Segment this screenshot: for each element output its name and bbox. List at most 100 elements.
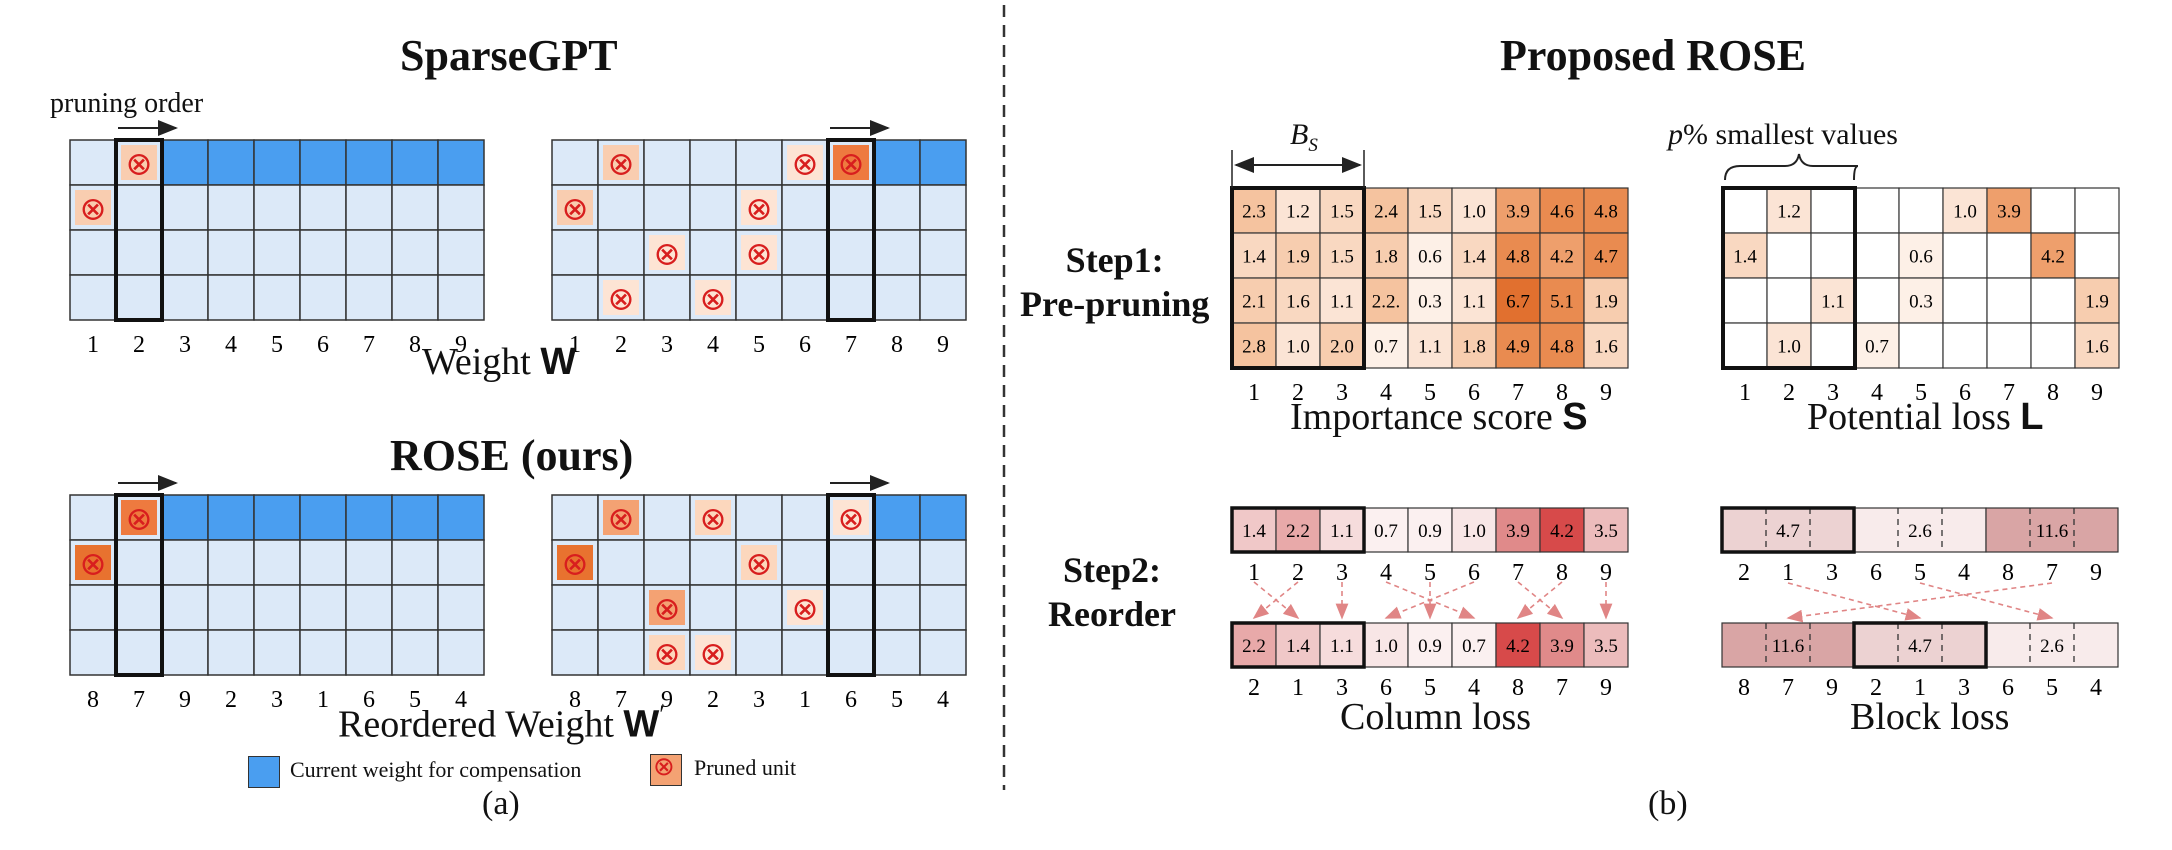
potential-col-label: 1 — [1739, 380, 1751, 406]
importance-col-label: 9 — [1600, 380, 1612, 406]
column-loss-top-value: 1.0 — [1462, 521, 1486, 542]
importance-value: 1.8 — [1462, 337, 1486, 358]
rose-right-pruned-unit-bg — [833, 500, 869, 535]
importance-value: 4.2 — [1550, 247, 1574, 268]
column-loss-top-cell — [1363, 507, 1409, 553]
sparsegpt-right-pruned-unit-bg — [741, 235, 777, 270]
importance-cell — [1495, 232, 1541, 279]
potential-value: 0.7 — [1865, 337, 1889, 358]
sparsegpt-title: SparseGPT — [400, 31, 618, 80]
column-loss-top-index: 6 — [1468, 560, 1480, 586]
potential-cell — [1722, 187, 1768, 234]
sparsegpt-left-current-column-box — [114, 138, 164, 322]
sparsegpt-right-cell — [735, 274, 783, 321]
rose-right-pruned-unit-bg — [603, 500, 639, 535]
potential-cell — [1810, 322, 1856, 369]
column-loss-bottom-index: 3 — [1336, 675, 1348, 701]
sparsegpt-left-col-label: 2 — [133, 332, 145, 358]
rose-right-col-label: 4 — [937, 687, 949, 713]
importance-cell — [1451, 322, 1497, 369]
block-reorder-arrow — [1786, 582, 2053, 623]
importance-value: 2.4 — [1374, 202, 1398, 223]
importance-value: 1.1 — [1462, 292, 1486, 313]
block-loss-label: Block loss — [1850, 696, 2010, 738]
rose-right-col-label: 2 — [707, 687, 719, 713]
sparsegpt-right-pruned-unit-icon: ⊗ — [838, 145, 865, 183]
legend-pruned-label: Pruned unit — [694, 755, 797, 780]
rose-right-col-label: 1 — [799, 687, 811, 713]
sparsegpt-right-col-label: 1 — [569, 332, 581, 358]
rose-left-cell — [391, 539, 439, 586]
rose-left-cell — [115, 629, 163, 676]
rose-left-col-label: 3 — [271, 687, 283, 713]
rose-right-pruned-unit-icon: ⊗ — [700, 635, 727, 673]
potential-cell — [1942, 277, 1988, 324]
sparsegpt-left-col-label: 3 — [179, 332, 191, 358]
column-loss-top-cell — [1495, 507, 1541, 553]
sparsegpt-left-cell — [115, 184, 163, 231]
rose-right-cell — [827, 539, 875, 586]
sparsegpt-right-col-label: 9 — [937, 332, 949, 358]
sparsegpt-left-pruned-unit-bg — [75, 190, 111, 225]
block-loss-top-index: 1 — [1782, 560, 1794, 586]
column-loss-bottom-cell — [1495, 622, 1541, 668]
block-loss-top-index: 7 — [2046, 560, 2058, 586]
importance-cell — [1583, 277, 1629, 324]
column-reorder-arrow — [1384, 581, 1475, 619]
sparsegpt-right-cell — [597, 229, 645, 276]
rose-left-cell — [69, 629, 117, 676]
column-loss-top-index: 4 — [1380, 560, 1392, 586]
column-loss-bottom-index: 9 — [1600, 675, 1612, 701]
rose-right-cell — [597, 584, 645, 631]
importance-cell — [1275, 277, 1321, 324]
rose-right-cell — [551, 629, 599, 676]
sparsegpt-left-cell — [207, 139, 255, 186]
sparsegpt-right-cell — [827, 229, 875, 276]
potential-cell — [1986, 277, 2032, 324]
potential-cell — [1986, 232, 2032, 279]
block-loss-top-index: 9 — [2090, 560, 2102, 586]
sparsegpt-left-cell — [299, 184, 347, 231]
importance-cell — [1539, 277, 1585, 324]
sparsegpt-right-pruned-unit-bg — [649, 235, 685, 270]
importance-value: 2.0 — [1330, 337, 1354, 358]
column-loss-bottom-cell — [1275, 622, 1321, 668]
importance-cell — [1451, 187, 1497, 234]
potential-cell — [1986, 187, 2032, 234]
sparsegpt-left-cell — [253, 184, 301, 231]
rose-left-col-label: 5 — [409, 687, 421, 713]
column-reorder-arrow — [1516, 581, 1563, 620]
sparsegpt-right-cell — [919, 229, 967, 276]
rose-right-pruned-unit-icon: ⊗ — [562, 545, 589, 583]
sparsegpt-right-cell — [781, 184, 829, 231]
column-loss-bottom-value: 0.7 — [1462, 636, 1486, 657]
block-loss-top-value: 4.7 — [1776, 521, 1800, 542]
potential-cell — [1722, 322, 1768, 369]
importance-value: 4.8 — [1594, 202, 1618, 223]
rose-right-cell — [551, 494, 599, 541]
importance-cell — [1583, 232, 1629, 279]
rose-right-cell — [919, 584, 967, 631]
importance-value: 1.0 — [1462, 202, 1486, 223]
sparsegpt-right-col-label: 5 — [753, 332, 765, 358]
sparsegpt-left-cell — [345, 184, 393, 231]
importance-cell — [1275, 232, 1321, 279]
potential-value: 3.9 — [1997, 202, 2021, 223]
rose-left-col-label: 7 — [133, 687, 145, 713]
column-loss-top-index: 3 — [1336, 560, 1348, 586]
sparsegpt-left-pruned-unit-icon: ⊗ — [80, 190, 107, 228]
column-loss-label: Column loss — [1340, 696, 1532, 738]
sparsegpt-right-cell — [643, 184, 691, 231]
column-loss-top-value: 1.1 — [1330, 521, 1354, 542]
sparsegpt-right-cell — [873, 139, 921, 186]
rose-right-col-label: 5 — [891, 687, 903, 713]
block-loss-top-index: 3 — [1826, 560, 1838, 586]
sparsegpt-right-cell — [919, 139, 967, 186]
sparsegpt-right-col-label: 2 — [615, 332, 627, 358]
column-loss-top-value: 0.7 — [1374, 521, 1398, 542]
rose-right-cell — [735, 584, 783, 631]
rose-left-cell — [253, 494, 301, 541]
step2-label: Step2:Reorder — [1048, 550, 1176, 634]
reordered-weight-label: Reordered Weight W′ — [338, 700, 665, 746]
rose-right-current-column-box — [826, 493, 876, 677]
